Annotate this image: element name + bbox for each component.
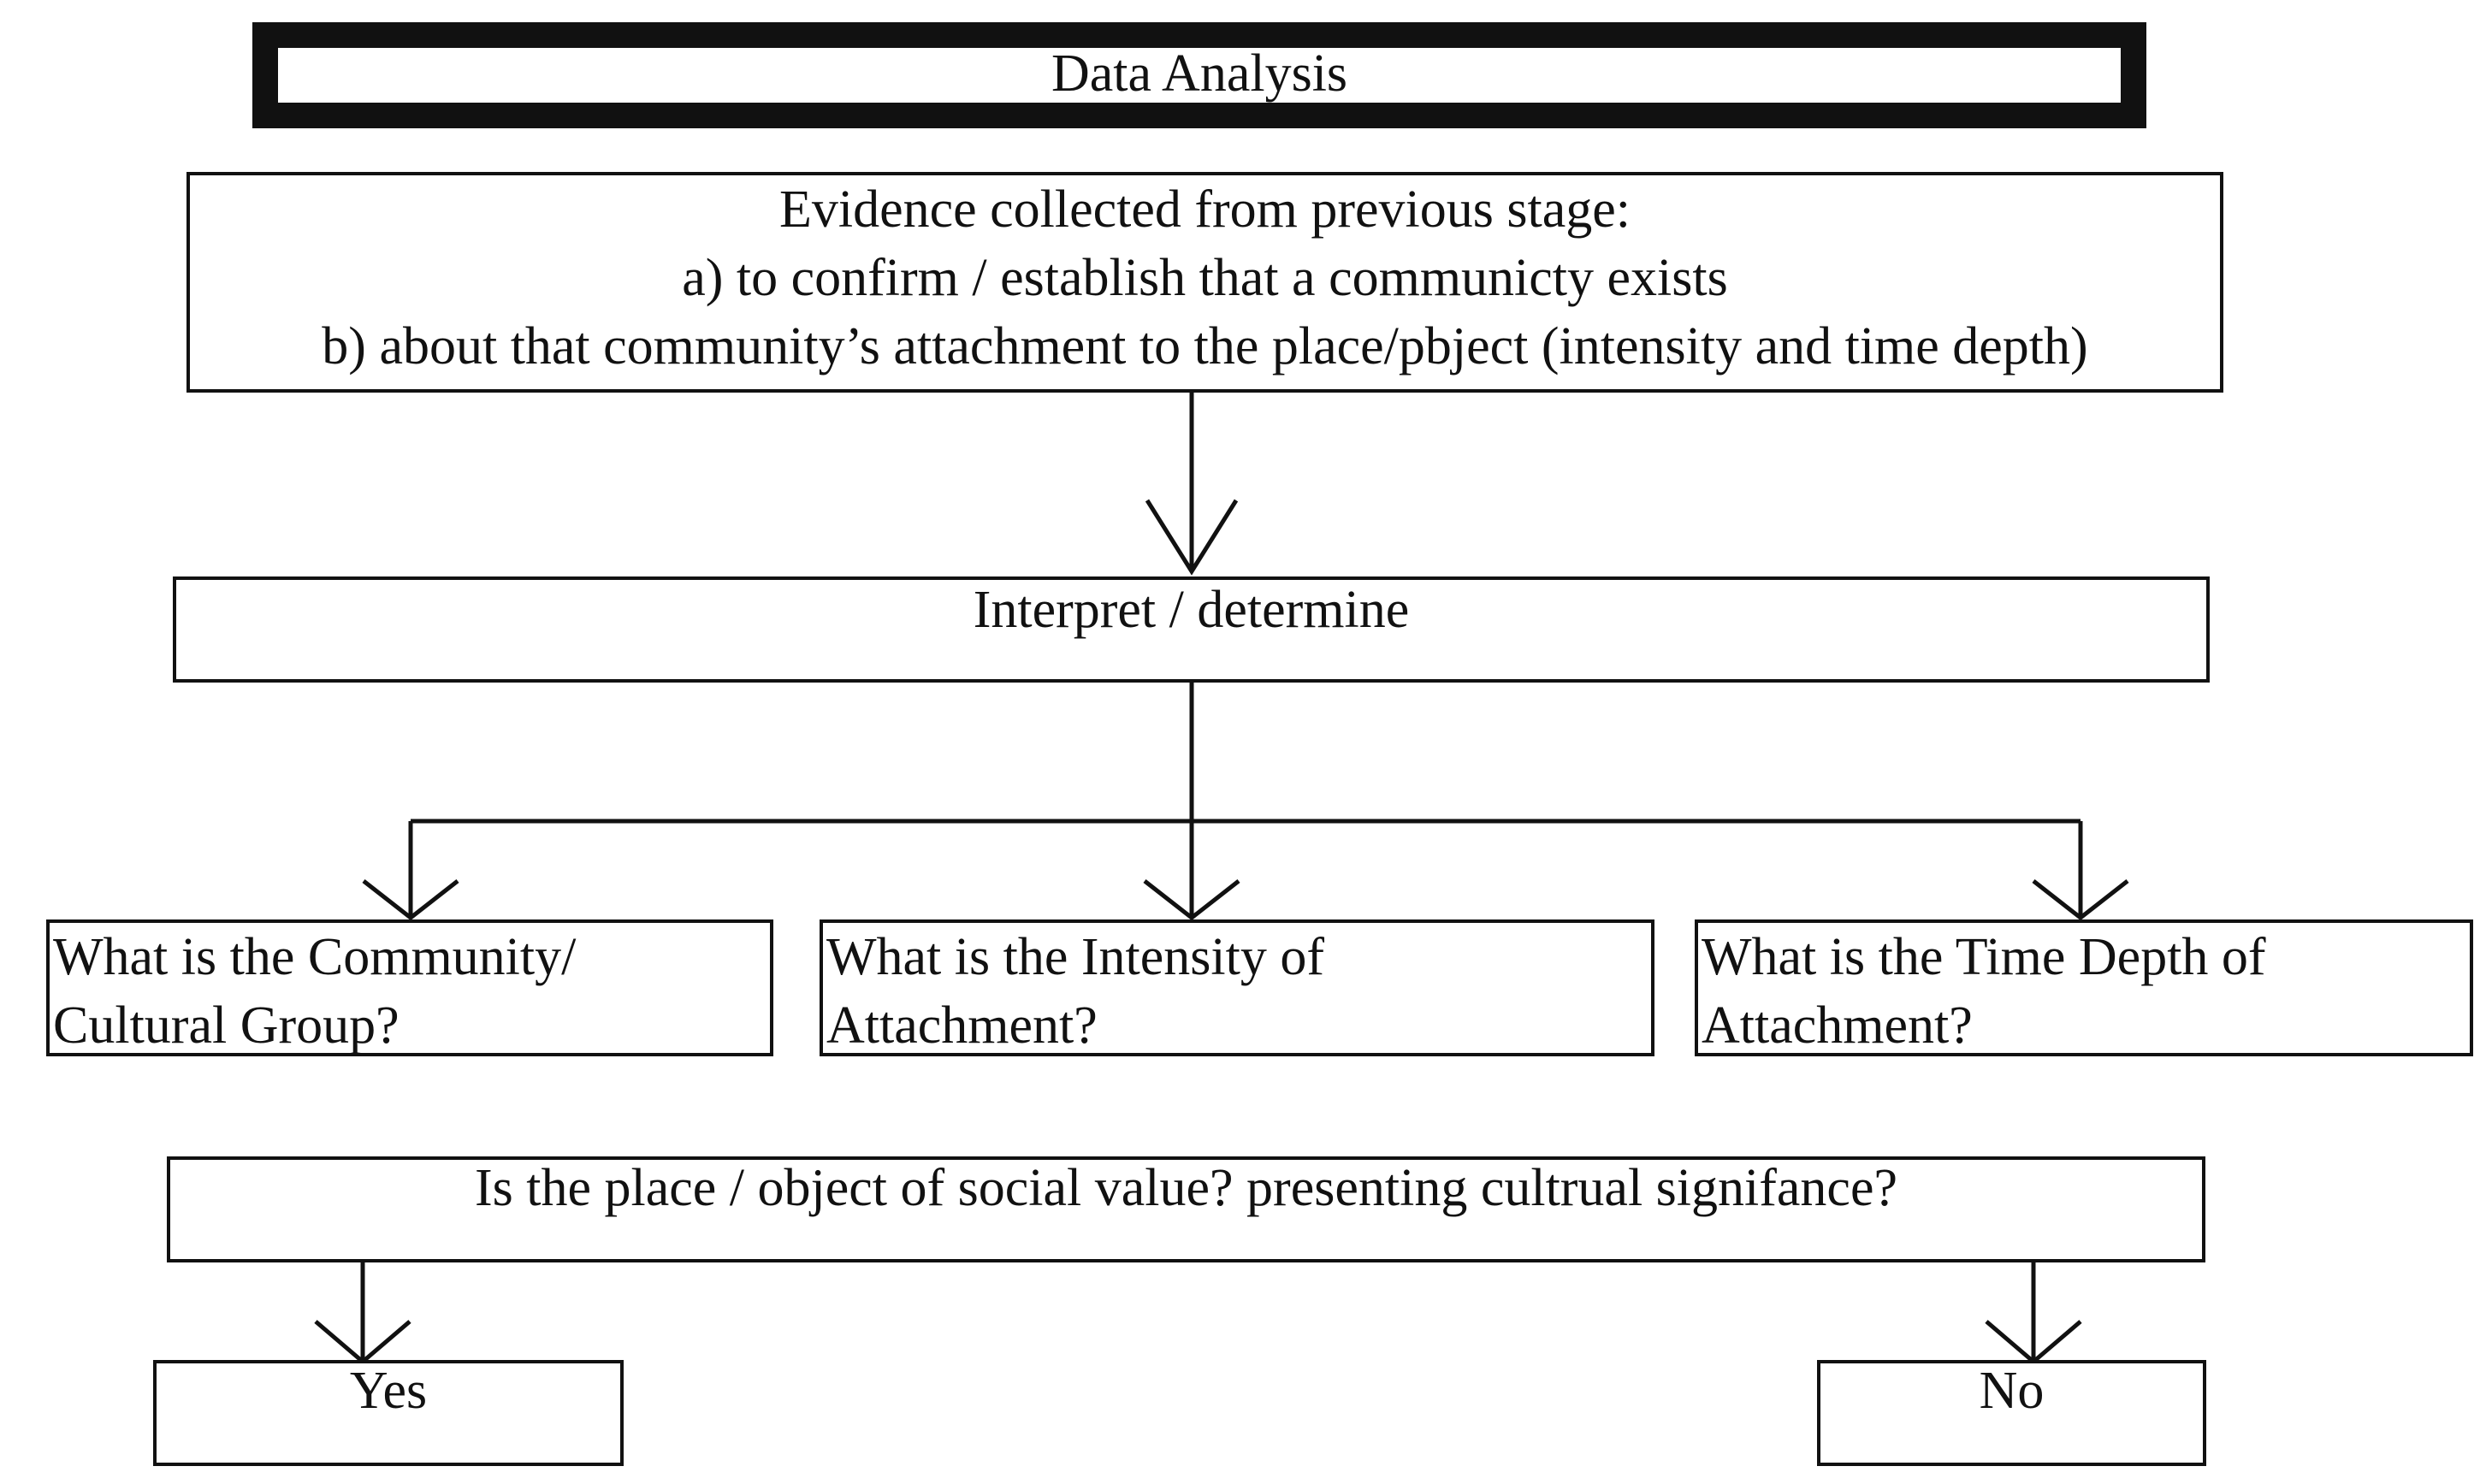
question-line: Cultural Group? <box>53 996 400 1055</box>
interpret-box: Interpret / determine <box>173 576 2210 683</box>
evidence-box: Evidence collected from previous stage: … <box>186 172 2223 393</box>
evidence-line: a) to confirm / establish that a communi… <box>682 249 1728 307</box>
arrowhead-community <box>362 879 459 921</box>
evidence-line: b) about that community’s attachment to … <box>322 317 2088 375</box>
evidence-line: Evidence collected from previous stage: <box>778 180 1631 239</box>
community-question-box: What is the Community/ Cultural Group? <box>46 919 773 1056</box>
no-box: No <box>1817 1360 2206 1466</box>
time-depth-question-box: What is the Time Depth of Attachment? <box>1695 919 2473 1056</box>
title-box: Data Analysis <box>252 22 2146 128</box>
question-line: What is the Community/ <box>53 928 577 986</box>
arrowhead-intensity <box>1143 879 1240 921</box>
question-line: Attachment? <box>826 996 1098 1055</box>
arrowhead-time-depth <box>2032 879 2129 921</box>
title-text: Data Analysis <box>1051 44 1348 103</box>
question-line: What is the Time Depth of <box>1702 928 2266 986</box>
no-label: No <box>1979 1362 2045 1420</box>
decision-box: Is the place / object of social value? p… <box>167 1156 2205 1262</box>
question-line: Attachment? <box>1702 996 1973 1055</box>
decision-text: Is the place / object of social value? p… <box>475 1159 1897 1217</box>
yes-label: Yes <box>349 1362 428 1420</box>
interpret-text: Interpret / determine <box>973 581 1410 639</box>
question-line: What is the Intensity of <box>826 928 1324 986</box>
arrowhead-interpret <box>1145 499 1239 576</box>
intensity-question-box: What is the Intensity of Attachment? <box>820 919 1654 1056</box>
yes-box: Yes <box>153 1360 624 1466</box>
